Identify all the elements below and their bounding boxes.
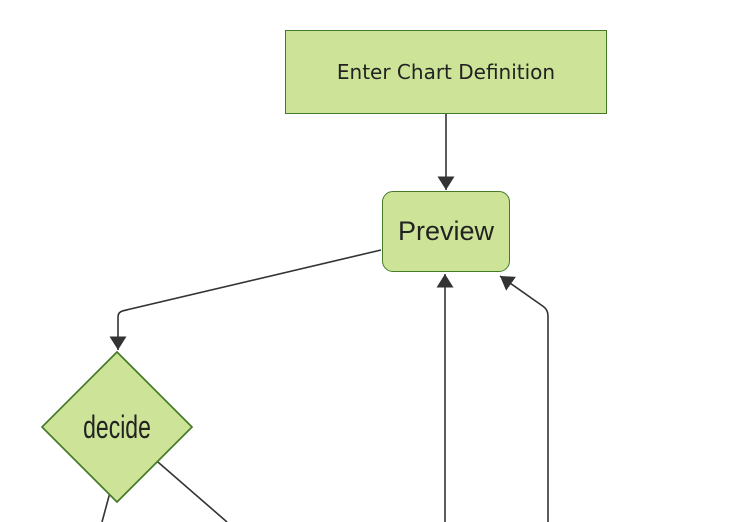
node-preview: Preview — [382, 191, 510, 272]
node-decide: decide — [52, 406, 182, 448]
node-enter-chart-definition-label: Enter Chart Definition — [336, 60, 556, 84]
edge-decide-to-offscreen-b — [150, 455, 228, 522]
node-preview-label: Preview — [397, 216, 495, 246]
node-enter-chart-definition: Enter Chart Definition — [285, 30, 607, 114]
edge-preview-to-decide — [109, 249, 382, 350]
node-decide-label: decide — [83, 407, 151, 445]
edge-offscreen-right-to-preview — [499, 275, 549, 522]
decide-diamond-shape — [40, 350, 194, 504]
